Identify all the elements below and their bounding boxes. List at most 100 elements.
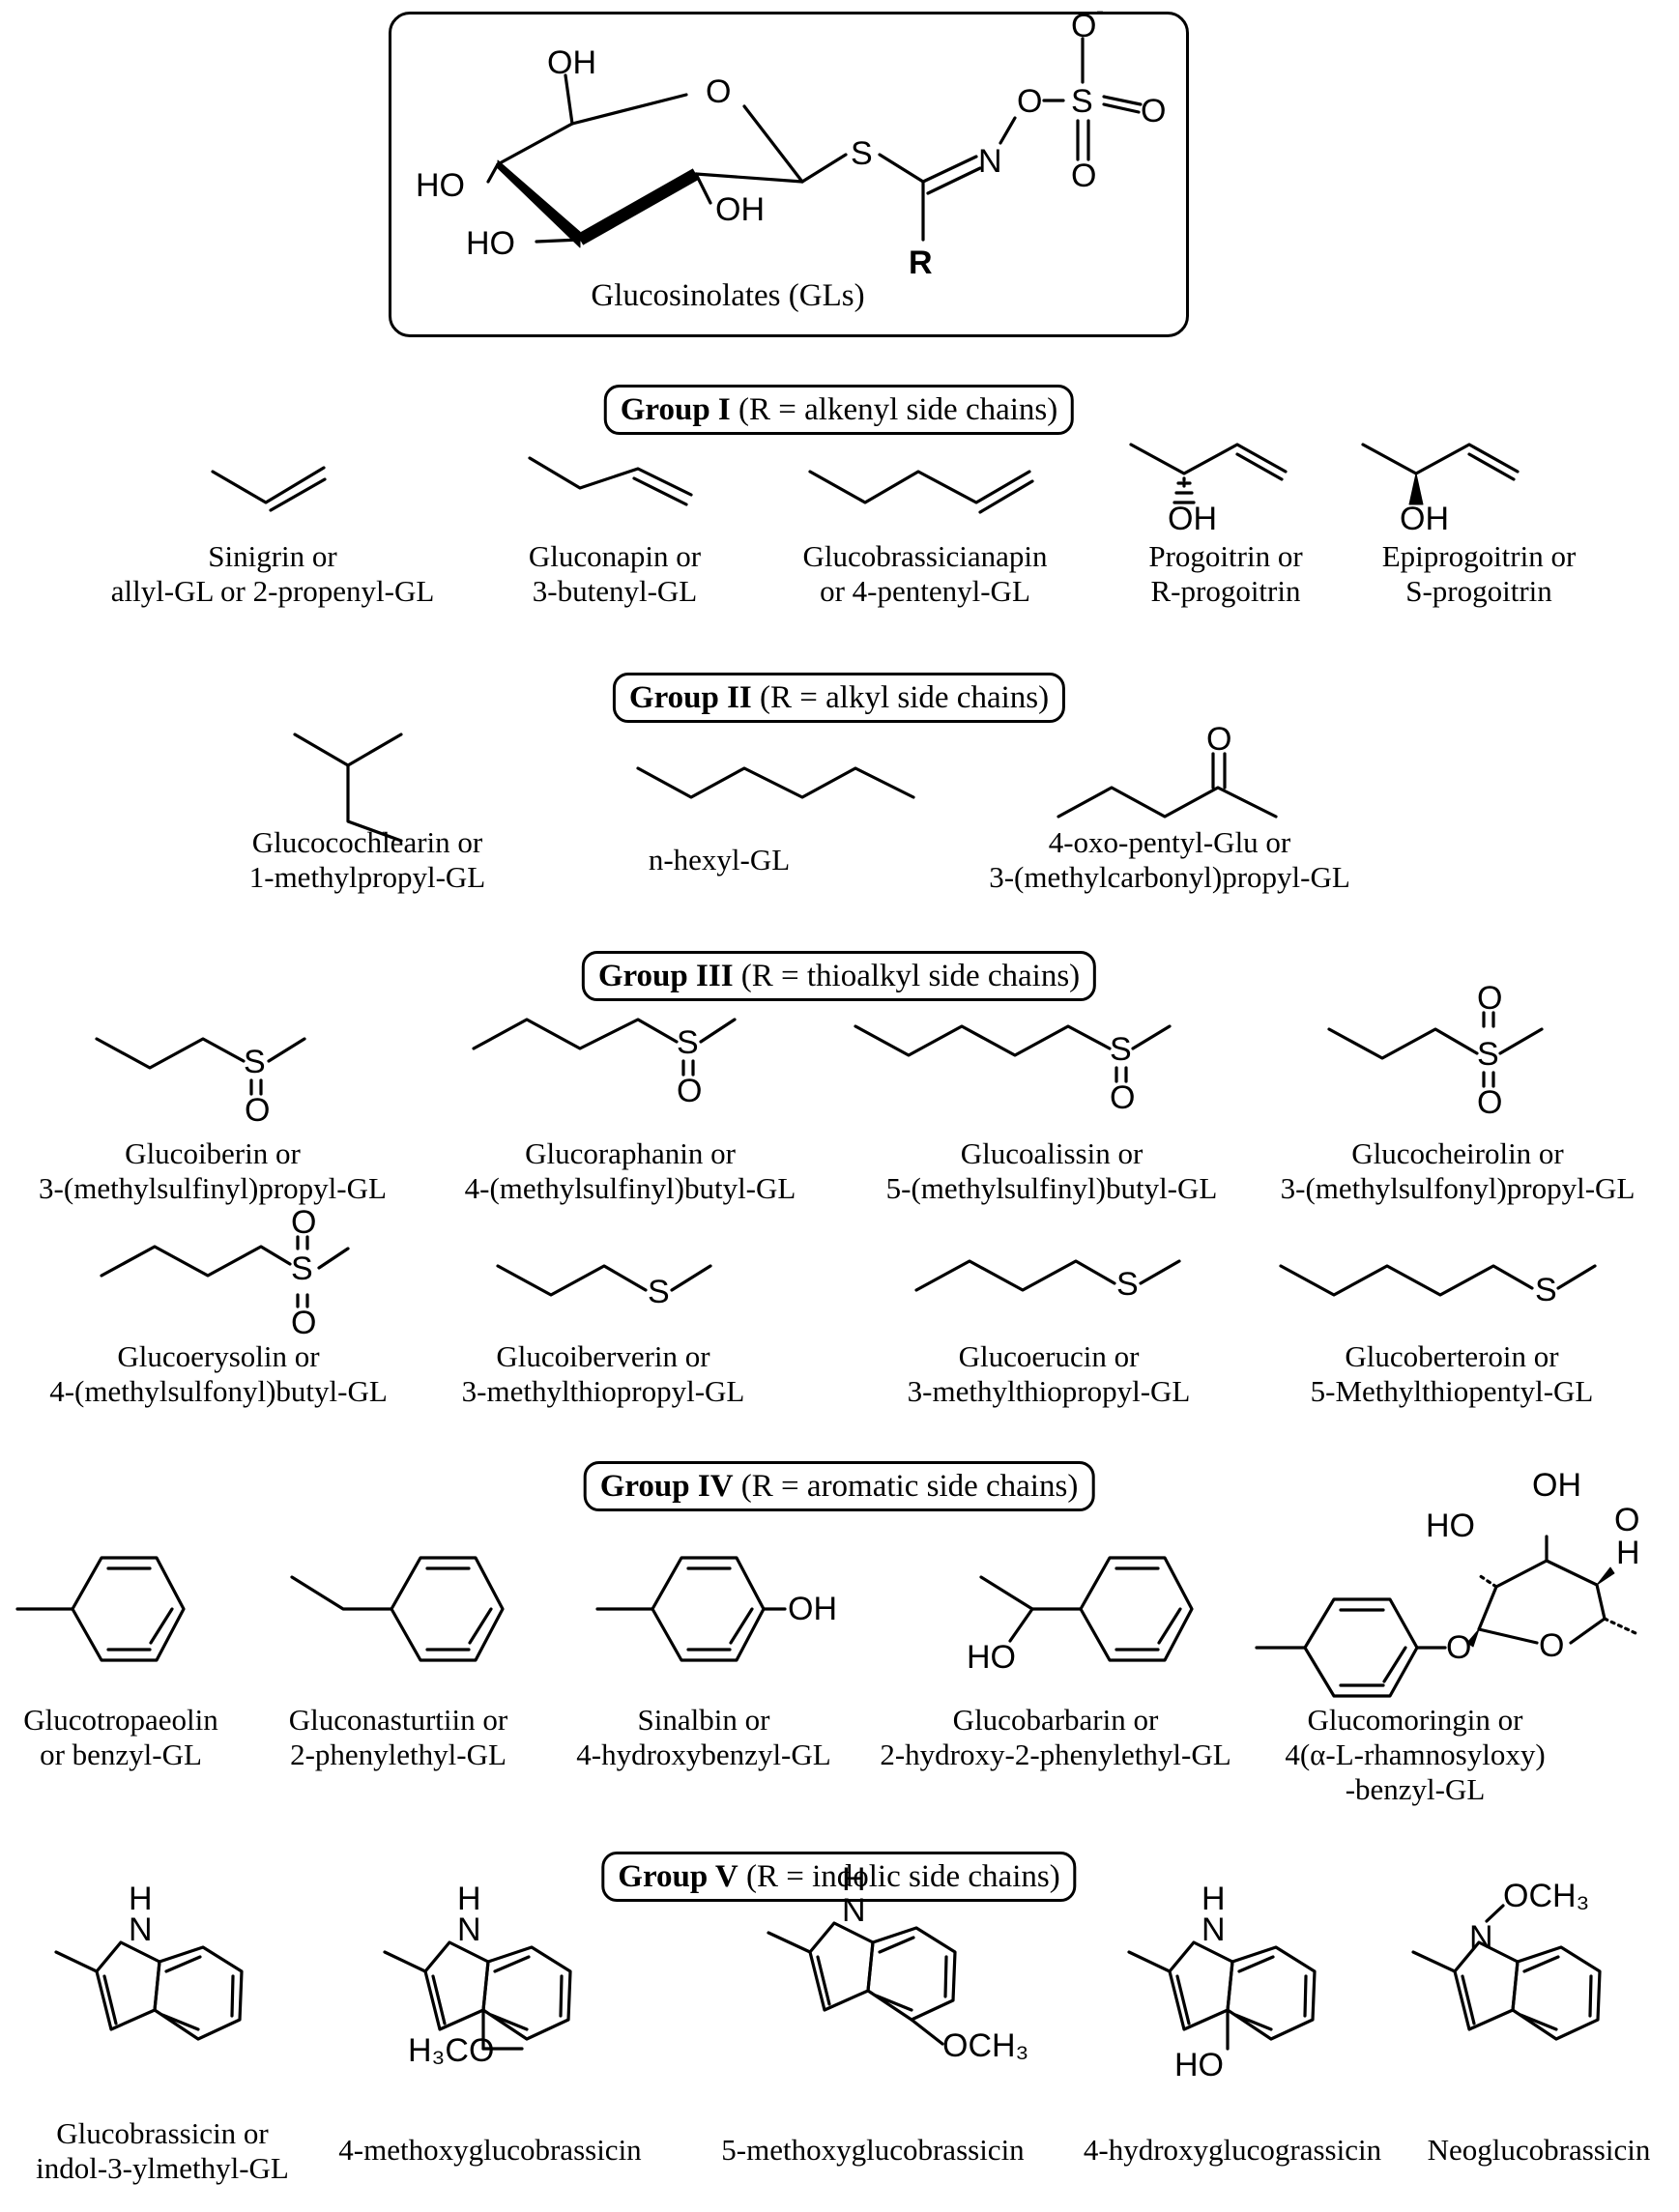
progoitrin-structure: [1129, 443, 1288, 504]
core-r-group: R: [909, 244, 933, 281]
glucoiberverin-structure: [496, 1264, 712, 1297]
group-2-header: Group II (R = alkyl side chains): [612, 673, 1066, 723]
glucoiberverin-s-label: S: [648, 1274, 670, 1310]
hydroxy4-ho-label: HO: [1174, 2047, 1224, 2083]
group-5-header: Group V (R = indolic side chains): [601, 1852, 1077, 1902]
glucomoringin-o-right-label: O: [1614, 1502, 1640, 1538]
glucomoringin-oh-label: OH: [1532, 1467, 1581, 1504]
methoxy5-och3-label: OCH₃: [942, 2027, 1029, 2064]
glucoberteroin-s-label: S: [1535, 1272, 1557, 1308]
progoitrin-oh-label: OH: [1168, 501, 1217, 537]
caption-methoxy4: 4-methoxyglucobrassicin: [338, 2133, 642, 2167]
glucomoringin-ho-label: HO: [1426, 1508, 1475, 1544]
glucoraphanin-structure: [472, 1018, 737, 1077]
glucobrassicin-h-label: H: [129, 1881, 153, 1917]
glucomoringin-structure: [1255, 1535, 1637, 1698]
epiprogoitrin-oh-label: OH: [1400, 501, 1449, 537]
glucoberteroin-structure: [1279, 1264, 1597, 1297]
glucomoringin-h-label: H: [1616, 1535, 1640, 1571]
methoxy4-h3co-label: H₃CO: [408, 2032, 495, 2069]
glucoraphanin-s-label: S: [677, 1024, 699, 1061]
core-oh6-label: OH: [547, 44, 596, 81]
group-1-header: Group I (R = alkenyl side chains): [603, 385, 1075, 435]
oxopentyl-structure: [1057, 752, 1278, 819]
sinalbin-structure: [595, 1556, 787, 1662]
glucocheirolin-s-label: S: [1477, 1036, 1499, 1073]
glucoalissin-o-label: O: [1110, 1079, 1136, 1116]
methoxy5-h-label: H: [842, 1861, 866, 1898]
sinalbin-oh-label: OH: [788, 1591, 837, 1627]
group-4-header: Group IV (R = aromatic side chains): [583, 1461, 1095, 1511]
epiprogoitrin-structure: [1361, 443, 1520, 505]
glucotropaeolin-structure: [15, 1556, 186, 1662]
neoglucobrassicin-n-label: N: [1469, 1919, 1493, 1956]
methoxy4-n-label: N: [457, 1911, 481, 1948]
glucoalissin-s-label: S: [1110, 1031, 1132, 1068]
glucoerysolin-o-bottom-label: O: [291, 1305, 317, 1341]
gluconasturtiin-structure: [290, 1556, 505, 1662]
glucoraphanin-o-label: O: [677, 1073, 703, 1109]
caption-neoglucobrassicin: Neoglucobrassicin: [1427, 2133, 1651, 2167]
glucocheirolin-o-top-label: O: [1477, 980, 1503, 1017]
neoglucobrassicin-och3-label: OCH₃: [1503, 1878, 1590, 1914]
methoxy5-structure: [767, 1921, 957, 2046]
core-structure-box: [389, 12, 1189, 337]
core-oxime-oxygen: O: [1017, 83, 1043, 120]
glucocheirolin-o-bottom-label: O: [1477, 1084, 1503, 1121]
glucoiberin-o-label: O: [245, 1092, 271, 1129]
glucobarbarin-structure: [979, 1556, 1194, 1662]
oxopentyl-o-label: O: [1206, 721, 1232, 758]
glucoerucin-structure: [914, 1259, 1181, 1292]
glucomoringin-o-link-label: O: [1446, 1629, 1472, 1666]
glucobrassicin-n-label: N: [129, 1911, 153, 1948]
hydroxy4-h-label: H: [1201, 1881, 1226, 1917]
core-oh2-label: OH: [715, 191, 765, 228]
glucocochlearin-structure: [293, 733, 403, 843]
caption-methoxy5: 5-methoxyglucobrassicin: [721, 2133, 1025, 2167]
glucoalissin-structure: [854, 1024, 1172, 1083]
glucoerysolin-o-top-label: O: [291, 1204, 317, 1241]
glucobrassicanapin-structure: [808, 470, 1034, 514]
core-nitrogen: N: [978, 143, 1002, 180]
glucoerysolin-s-label: S: [291, 1250, 313, 1287]
caption-hexyl: n-hexyl-GL: [648, 843, 791, 876]
core-ring-oxygen: O: [706, 73, 732, 110]
methoxy4-structure: [383, 1940, 572, 2051]
group-3-header: Group III (R = thioalkyl side chains): [581, 951, 1097, 1001]
core-ho3-label: HO: [466, 225, 515, 262]
core-sulfonate-o-minus: O: [1071, 8, 1097, 44]
methoxy5-n-label: N: [842, 1892, 866, 1929]
caption-hydroxy4: 4-hydroxyglucograssicin: [1083, 2133, 1382, 2167]
core-sulfonate-o-down: O: [1071, 158, 1097, 194]
glucobarbarin-ho-label: HO: [967, 1639, 1016, 1676]
core-ho4-label: HO: [416, 167, 465, 204]
core-sulfonate-sulfur: S: [1071, 83, 1093, 120]
glucocheirolin-structure: [1327, 1011, 1544, 1088]
hexyl-structure: [636, 766, 915, 799]
sinigrin-structure: [211, 466, 327, 512]
core-sulfonate-o-right: O: [1141, 93, 1167, 129]
gluconapin-structure: [528, 456, 693, 506]
hydroxy4-structure: [1127, 1940, 1317, 2051]
methoxy4-h-label: H: [457, 1881, 481, 1917]
glucoiberin-s-label: S: [244, 1044, 266, 1080]
core-caption: Glucosinolates (GLs): [591, 278, 865, 313]
